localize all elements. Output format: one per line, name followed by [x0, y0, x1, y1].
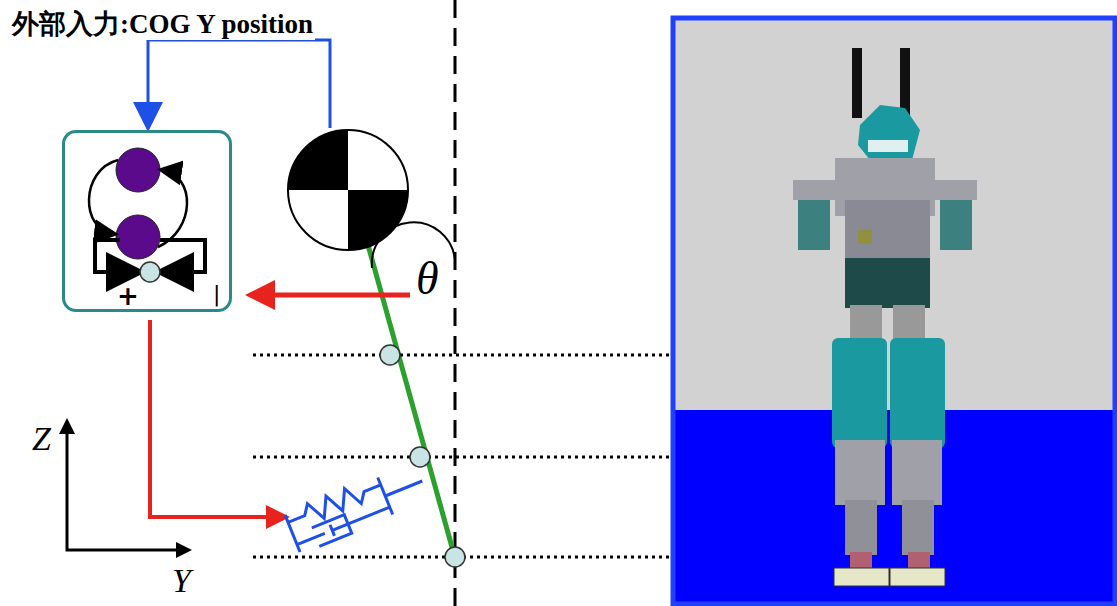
- input-arrow: [250, 293, 410, 298]
- feedback-arrow: [95, 240, 138, 272]
- coupling-arrow: [89, 160, 118, 234]
- coupling-arrow: [158, 170, 187, 247]
- axis-heads: [59, 418, 192, 558]
- joint: [410, 447, 430, 467]
- angle-label: θ: [414, 254, 441, 305]
- joint: [380, 345, 400, 365]
- output-arrow: [150, 320, 286, 517]
- sign-label: |: [213, 283, 220, 305]
- joint: [445, 547, 465, 567]
- input-title: 外部入力:COG Y position: [10, 10, 315, 40]
- neuron: [116, 148, 160, 192]
- spring-damper: [284, 461, 430, 554]
- sign-label: +: [117, 283, 139, 309]
- cpg-box: +|: [62, 130, 232, 312]
- axes: [67, 430, 180, 550]
- neuron: [116, 215, 160, 259]
- axis-label: Y: [170, 562, 193, 599]
- summing-point: [140, 262, 160, 282]
- robot-render: [673, 18, 1115, 604]
- feedback-arrow: [160, 240, 205, 272]
- cog-symbol: [288, 130, 408, 250]
- vertical-reference: [454, 0, 457, 606]
- feedback-line: [148, 40, 330, 128]
- axis-label: Z: [30, 420, 53, 457]
